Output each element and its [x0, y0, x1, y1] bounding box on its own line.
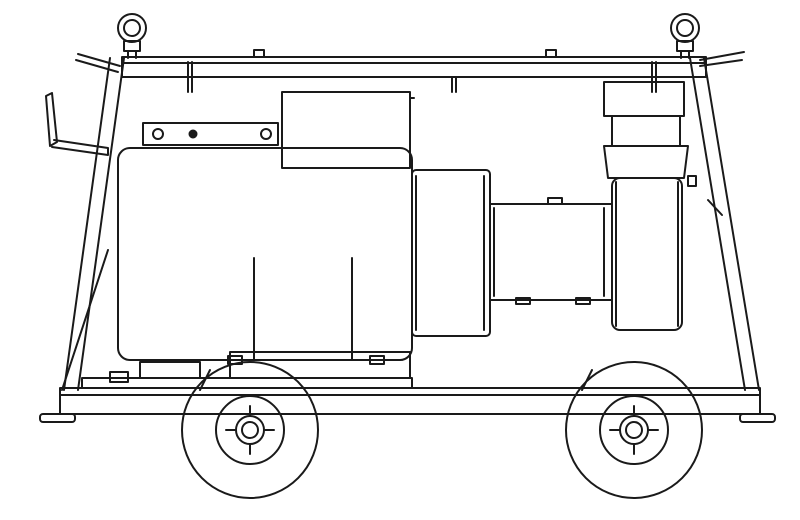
mounting-base [81, 351, 413, 389]
wheel-hub-right [609, 405, 659, 455]
coupling-bell [411, 169, 491, 337]
lifting-eye-right [670, 13, 700, 59]
lifting-eye-left [117, 13, 147, 59]
wheel-right [565, 361, 703, 499]
tow-handle [45, 53, 121, 156]
generator-housing [117, 122, 413, 361]
terminal-box [281, 91, 415, 169]
axle-struts [199, 369, 593, 391]
exhaust-assembly [603, 81, 697, 331]
skid-frame [39, 49, 776, 423]
wheel-hub-left [225, 405, 275, 455]
drive-motor [489, 197, 613, 305]
wheel-left [181, 361, 319, 499]
